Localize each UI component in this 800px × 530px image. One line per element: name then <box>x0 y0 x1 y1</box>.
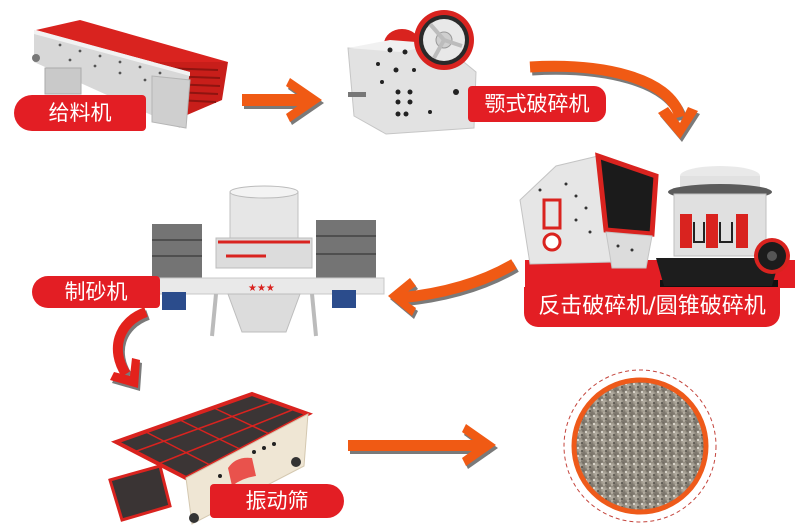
feeder-label: 给料机 <box>14 95 146 131</box>
arrow-curved-down-icon <box>529 60 700 142</box>
finished-sand-circle-icon <box>563 369 717 523</box>
impact-cone-crusher-label: 反击破碎机/圆锥破碎机 <box>524 287 780 327</box>
feeder-node: 给料机 <box>0 0 240 140</box>
vibrating-feeder-machine-icon <box>32 20 228 129</box>
impact-and-cone-crusher-machines-icon <box>519 152 795 290</box>
jaw-crusher-node: 颚式破碎机 <box>330 0 630 150</box>
arrow-curved-down-left-icon <box>110 307 150 391</box>
jaw-crusher-machine-icon <box>347 10 477 135</box>
sand-making-machine-icon: ★★★ <box>147 185 385 337</box>
arrow-right-icon <box>242 78 324 125</box>
arrow-curved-left-icon <box>388 259 519 319</box>
arrow-right-long-icon <box>348 424 498 469</box>
finished-sand-node <box>560 366 724 530</box>
impact-cone-node: 反击破碎机/圆锥破碎机 <box>510 150 800 340</box>
jaw-crusher-label: 颚式破碎机 <box>468 86 606 122</box>
svg-text:★★★: ★★★ <box>248 283 275 294</box>
sand-maker-label: 制砂机 <box>32 276 160 308</box>
vibrating-screen-label: 振动筛 <box>210 484 344 518</box>
vibrating-screen-node: 振动筛 <box>100 380 350 525</box>
sand-maker-node: ★★★ 制砂机 <box>20 180 390 340</box>
